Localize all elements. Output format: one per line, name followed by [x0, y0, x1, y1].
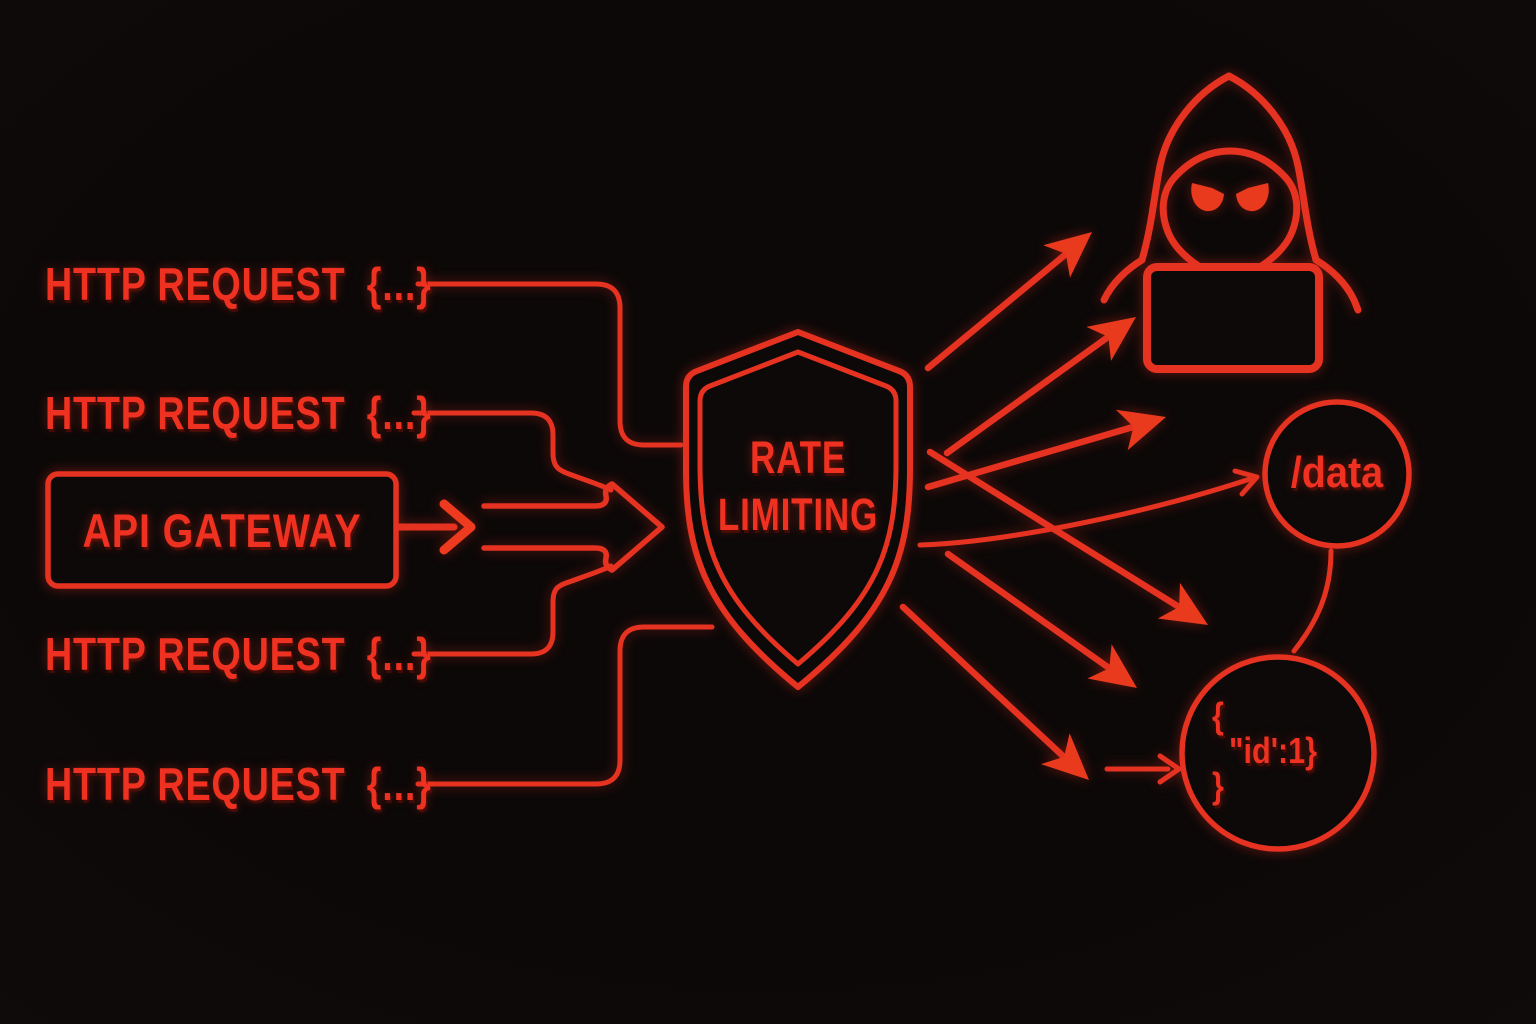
attack-arrowheads [1041, 232, 1208, 780]
face-outline [1159, 147, 1301, 284]
arrowhead-icon [1115, 409, 1166, 451]
json-line-2: "id':1} [1229, 730, 1318, 771]
attack-arrows [899, 250, 1183, 761]
gateway-arrow [395, 499, 476, 555]
http-request-row-4: HTTP REQUEST {...} [45, 756, 432, 812]
attack-arrow-1-shaft [924, 250, 1070, 372]
http-request-label: HTTP REQUEST [45, 628, 346, 680]
http-request-row-2: HTTP REQUEST {...} [45, 385, 432, 441]
arrowhead-icon [1043, 232, 1092, 278]
shield-label-limiting: LIMITING [717, 489, 879, 540]
braces-icon: {...} [366, 387, 432, 439]
data-to-json-connector [1291, 548, 1334, 654]
http-request-label: HTTP REQUEST [45, 387, 346, 439]
data-arrow-curve [917, 476, 1253, 548]
shoulder-right [1312, 256, 1362, 314]
api-gateway-label: API GATEWAY [82, 503, 362, 557]
request-line-3 [411, 563, 614, 657]
data-arrowhead-icon [1232, 468, 1260, 497]
json-line-3: } [1212, 765, 1224, 806]
data-endpoint-label: /data [1290, 448, 1384, 497]
gateway-arrowhead-icon [439, 499, 476, 555]
braces-icon: {...} [366, 258, 432, 310]
arrowhead-icon [1086, 317, 1136, 361]
left-eye-icon [1191, 183, 1224, 212]
arrowhead-icon [1087, 644, 1137, 688]
hacker-icon [1100, 72, 1362, 373]
http-request-row-3: HTTP REQUEST {...} [45, 626, 432, 682]
json-arrowhead-icon [1157, 753, 1182, 785]
request-line-2 [411, 410, 614, 493]
api-gateway-box [45, 471, 399, 589]
attack-arrow-6-shaft [899, 603, 1068, 761]
braces-icon: {...} [366, 628, 432, 680]
json-response-label: { "id':1} } [1212, 695, 1357, 806]
big-arrow-outline-icon [481, 481, 665, 573]
hood-left [1138, 72, 1233, 264]
json-line-1: { [1212, 695, 1224, 736]
shoulder-left [1100, 256, 1146, 304]
arrowhead-icon [1041, 733, 1089, 780]
data-endpoint-circle [1262, 399, 1412, 549]
arrowhead-icon [1157, 582, 1208, 625]
request-line-1 [415, 281, 684, 448]
attack-arrow-2-shaft [943, 333, 1112, 457]
allowed-request-arrows [917, 468, 1334, 785]
attack-arrow-5-shaft [944, 550, 1113, 672]
hood-right [1225, 72, 1320, 264]
shield-inner [697, 349, 899, 667]
shield-label-rate: RATE [749, 432, 847, 483]
right-eye-icon [1236, 183, 1269, 212]
json-response-circle [1179, 654, 1377, 852]
attack-arrow-3-shaft [924, 423, 1137, 491]
braces-icon: {...} [366, 758, 432, 810]
shield-icon [683, 329, 913, 690]
http-request-row-1: HTTP REQUEST {...} [45, 256, 432, 312]
shield-outer [683, 329, 913, 690]
http-request-label: HTTP REQUEST [45, 258, 346, 310]
laptop-icon [1143, 263, 1323, 373]
request-route-lines [411, 281, 715, 787]
request-line-4 [415, 624, 715, 787]
http-request-label: HTTP REQUEST [45, 758, 346, 810]
eyes [1191, 183, 1269, 212]
